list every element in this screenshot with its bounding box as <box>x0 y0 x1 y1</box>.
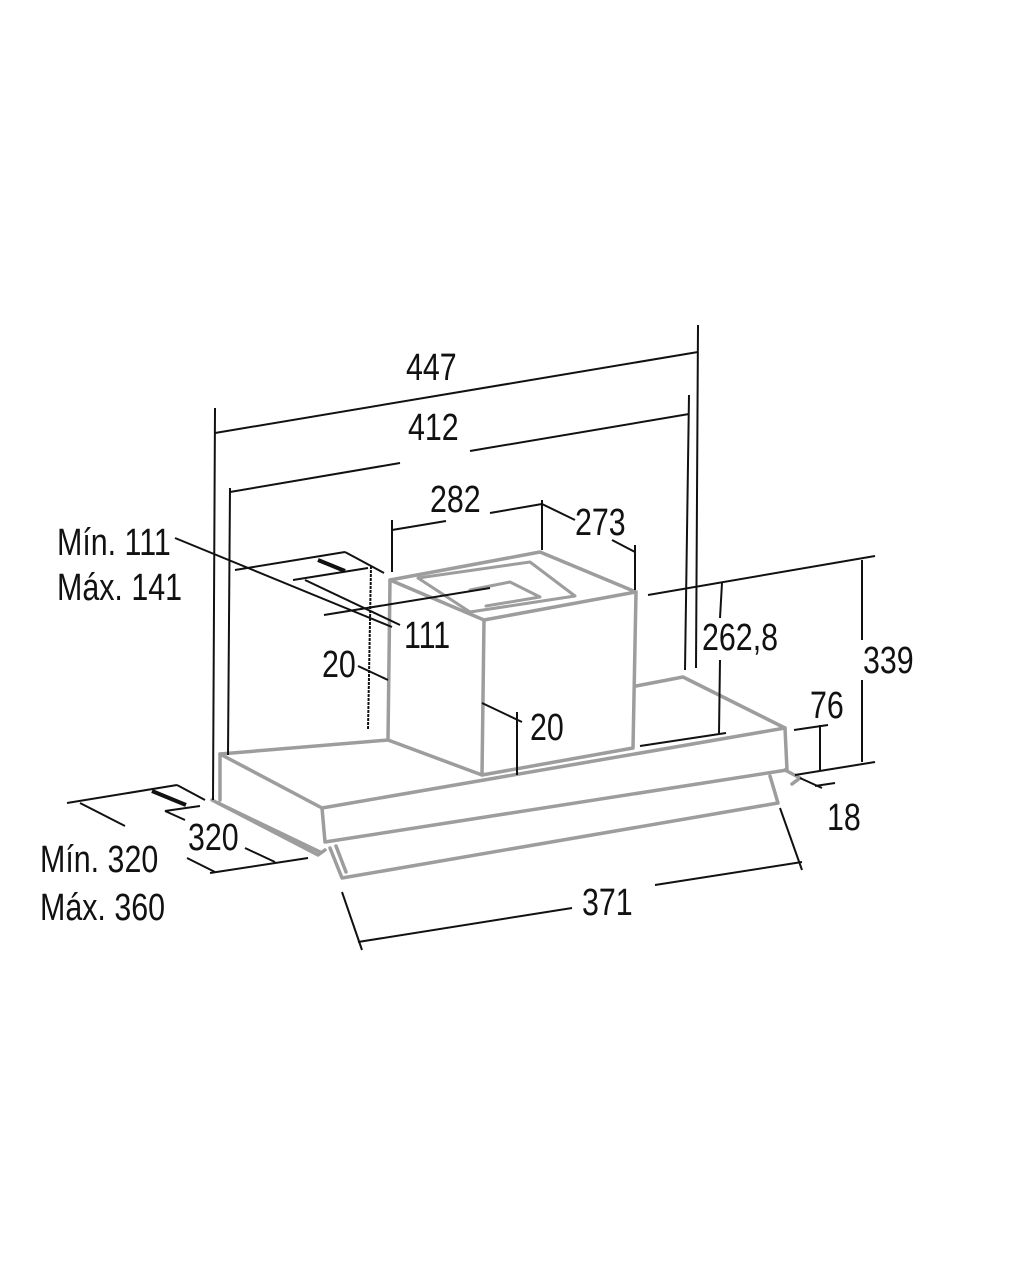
label-chimney-depth: 273 <box>575 502 626 544</box>
label-visor-width: 371 <box>582 882 633 924</box>
label-depth-max: Máx. 360 <box>40 887 165 929</box>
label-body-height: 262,8 <box>702 617 778 659</box>
label-margin-front: 20 <box>530 707 564 749</box>
label-offset-max: Máx. 141 <box>57 567 182 609</box>
label-overall-width: 447 <box>406 347 457 389</box>
label-margin-left: 20 <box>322 644 356 686</box>
label-offset-min: Mín. 111 <box>57 522 171 564</box>
hood-body <box>210 675 789 857</box>
label-visor-height: 18 <box>827 797 861 839</box>
label-chimney-width: 282 <box>430 479 481 521</box>
label-depth: 320 <box>188 817 239 859</box>
dimension-lines <box>66 324 876 951</box>
chimney-box <box>386 550 638 777</box>
dimension-labels: 447 412 282 273 Mín. 111 Máx. 141 111 20… <box>40 347 914 929</box>
label-offset: 111 <box>404 615 450 657</box>
label-total-height: 339 <box>863 640 914 682</box>
label-depth-min: Mín. 320 <box>40 839 158 881</box>
label-body-width: 412 <box>408 407 459 449</box>
label-front-height: 76 <box>810 685 844 727</box>
hood-visor <box>328 768 802 880</box>
